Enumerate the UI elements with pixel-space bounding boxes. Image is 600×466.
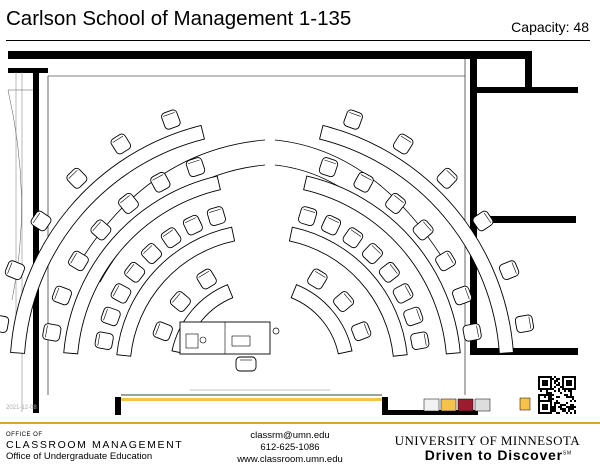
seat (514, 314, 535, 333)
seat (385, 192, 406, 214)
seat (410, 331, 430, 350)
curved-table (288, 226, 408, 357)
seat (307, 268, 328, 290)
seat (42, 323, 62, 342)
color-swatch (474, 398, 491, 412)
whiteboard-rail (121, 398, 382, 401)
seat (353, 171, 374, 193)
qr-code (538, 376, 576, 414)
wall-color-swatches (423, 398, 491, 412)
seat (435, 250, 456, 272)
service-mark: SM (562, 450, 572, 457)
seat (298, 206, 318, 227)
seat (110, 133, 132, 155)
revision-stamp: 2021-12-08 (6, 405, 37, 411)
seat (30, 210, 52, 232)
seat (118, 192, 139, 214)
seat (68, 250, 89, 272)
office-subtitle: Office of Undergraduate Education (6, 451, 153, 462)
trash-bin (519, 397, 531, 411)
seat (169, 291, 191, 312)
seat (124, 261, 146, 283)
seat (185, 157, 206, 178)
seat (498, 260, 520, 281)
keyboard-icon (231, 335, 251, 347)
office-name: CLASSROOM MANAGEMENT (6, 439, 184, 451)
curved-table (63, 175, 221, 355)
seat (94, 331, 114, 350)
seat (403, 306, 424, 327)
website-link[interactable]: www.classroom.umn.edu (237, 454, 343, 465)
seat (378, 261, 400, 283)
university-name: UNIVERSITY OF MINNESOTA (394, 433, 580, 448)
seat (51, 285, 72, 306)
seat (392, 283, 414, 304)
room-title: Carlson School of Management 1-135 (6, 7, 352, 30)
curved-table (10, 124, 205, 354)
outlet-icon (272, 327, 280, 335)
seat (4, 260, 26, 281)
seat (141, 243, 162, 265)
slogan: Driven to DiscoverSM (424, 447, 572, 463)
seat (318, 157, 339, 178)
seat (0, 314, 10, 333)
seat (196, 268, 217, 290)
seat (351, 321, 372, 342)
seat (412, 219, 434, 241)
seat (362, 243, 383, 265)
footer-rule (0, 422, 600, 424)
seat (160, 227, 182, 249)
instructor-chair (235, 356, 257, 372)
seat (152, 321, 173, 342)
seat (161, 109, 181, 130)
seat (472, 210, 494, 232)
seat (452, 285, 473, 306)
header-rule (6, 40, 590, 41)
seat (150, 171, 171, 193)
curved-table (303, 175, 461, 355)
curved-tables (10, 124, 514, 357)
walls (8, 51, 578, 415)
seat (342, 227, 364, 249)
seat (436, 167, 458, 189)
seat (182, 214, 203, 236)
seat (206, 206, 226, 227)
curved-table (290, 284, 353, 355)
curved-table (116, 226, 236, 357)
seat (90, 219, 112, 241)
color-swatch (457, 398, 474, 412)
seat (100, 306, 121, 327)
color-swatch (440, 398, 457, 412)
seat (66, 167, 88, 189)
contact-block: classrm@umn.edu 612-625-1086 www.classro… (230, 430, 350, 466)
seat (321, 214, 342, 236)
seat (462, 323, 482, 342)
seat (333, 291, 355, 312)
seat (110, 283, 132, 304)
seat-group (0, 109, 535, 350)
color-swatch (423, 398, 440, 412)
office-prefix: OFFICE OF (6, 432, 43, 438)
curved-table (319, 124, 514, 354)
email-link[interactable]: classrm@umn.edu (250, 430, 330, 441)
computer-icon (185, 333, 199, 349)
seat (343, 109, 363, 130)
phone-number: 612-625-1086 (260, 442, 320, 453)
capacity-label: Capacity: 48 (511, 19, 589, 35)
seat (392, 133, 414, 155)
